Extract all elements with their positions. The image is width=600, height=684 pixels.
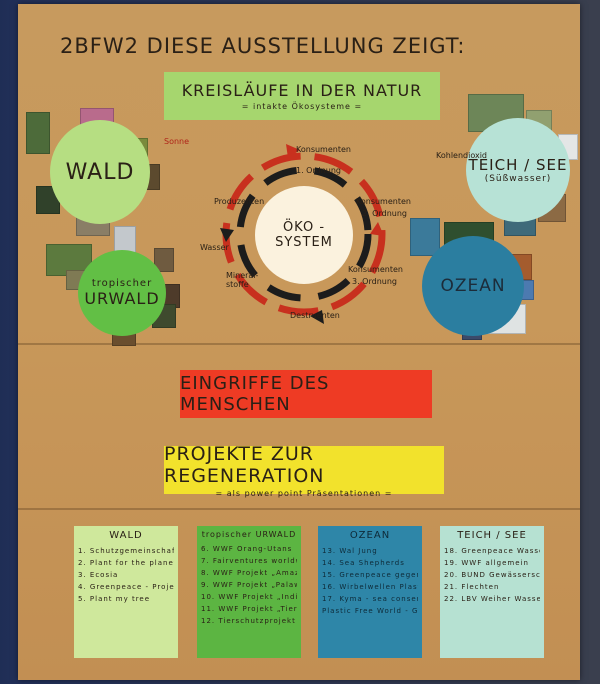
project-item: 15. Greenpeace gegen Walfang (322, 571, 418, 580)
circle-urwald-label: URWALD (84, 289, 160, 308)
paper-fold (18, 343, 580, 345)
banner-projekte: PROJEKTE ZUR REGENERATION = als power po… (164, 442, 444, 498)
project-item: 18. Greenpeace Wasserschutz (444, 547, 540, 555)
project-item: 17. Kyma - sea conservation (322, 595, 418, 604)
circle-urwald-subtitle: tropischer (91, 278, 153, 289)
forest-photo (36, 186, 60, 214)
project-box-urwald: tropischer URWALD 6. WWF Orang-Utans 7. … (197, 526, 301, 658)
label-ordnung-2: 2. Ordnung (362, 209, 407, 218)
project-item: 8. WWF Projekt „Amazonas“ (201, 569, 297, 578)
oekosystem-line1: ÖKO - (282, 220, 326, 235)
label-wasser: Wasser (200, 243, 229, 252)
project-box-wald: WALD 1. Schutzgemeinschaft dt. Wald 2. P… (74, 526, 178, 658)
label-konsumenten-3: Konsumenten (348, 265, 403, 274)
banner-projekte-text: PROJEKTE ZUR REGENERATION (164, 442, 325, 487)
circle-wald: WALD (50, 120, 150, 224)
project-item: 5. Plant my tree (78, 595, 151, 604)
banner-kreislaeufe: KREISLÄUFE IN DER NATUR = intakte Ökosys… (164, 72, 440, 120)
label-mineralstoffe: Mineral- stoffe (226, 271, 259, 289)
label-konsumenten-2: Konsumenten (356, 197, 411, 206)
circle-teich-see: TEICH / SEE (Süßwasser) (466, 118, 570, 222)
project-item: 12. Tierschutzprojekt (201, 617, 296, 626)
circle-ozean: OZEAN (422, 236, 524, 336)
label-sonne: Sonne (164, 137, 190, 146)
forest-photo (26, 112, 50, 154)
project-item: 16. Wirbelwellen Plastik.de (322, 583, 418, 592)
circle-teich-label: TEICH / SEE (468, 156, 568, 174)
project-item: 7. Fairventures worldwide (201, 557, 297, 566)
label-ordnung-3: 3. Ordnung (352, 277, 397, 286)
project-box-heading: tropischer URWALD (201, 530, 297, 539)
project-item: 21. Flechten (444, 583, 500, 592)
animal-photo (154, 248, 174, 272)
project-item: 3. Ecosia (78, 571, 119, 580)
banner-eingriffe-text: EINGRIFFE DES MENSCHEN (180, 373, 330, 415)
project-item: 2. Plant for the planet (78, 559, 174, 568)
project-box-ozean: OZEAN 13. Wal Jung 14. Sea Shepherds 15.… (318, 526, 422, 658)
circle-teich-subtitle: (Süßwasser) (484, 174, 552, 184)
project-item: 10. WWF Projekt „Indigene Gemeinden“ (201, 593, 297, 602)
project-item: 9. WWF Projekt „Palawan“ (201, 581, 297, 590)
label-destruenten: Destruenten (290, 311, 340, 320)
project-item: 20. BUND Gewässerschutz (444, 571, 540, 580)
arrow-icon (286, 144, 300, 158)
banner-eingriffe: EINGRIFFE DES MENSCHEN (180, 370, 432, 418)
arrow-icon (220, 228, 234, 242)
project-item: Plastic Free World - Greenpeace (322, 607, 418, 616)
circle-ozean-label: OZEAN (440, 276, 506, 296)
project-box-teich-see: TEICH / SEE 18. Greenpeace Wasserschutz … (440, 526, 544, 658)
label-konsumenten-1: Konsumenten (296, 145, 351, 154)
arrow-icon (310, 310, 324, 324)
oekosystem-line2: SYSTEM (275, 235, 333, 250)
project-item: 13. Wal Jung (322, 547, 378, 555)
label-produzenten: Produzenten (214, 197, 265, 206)
project-box-heading: OZEAN (349, 530, 391, 541)
project-item: 4. Greenpeace - Projekt Wald (78, 583, 174, 592)
project-item: 14. Sea Shepherds (322, 559, 405, 568)
project-item: 6. WWF Orang-Utans (201, 545, 293, 553)
banner-kreislaeufe-text: KREISLÄUFE IN DER NATUR (181, 81, 423, 100)
circle-oekosystem: ÖKO - SYSTEM (255, 186, 353, 284)
circle-wald-label: WALD (65, 159, 135, 185)
project-item: 19. WWF allgemein (444, 559, 529, 568)
paper-fold (18, 508, 580, 510)
project-item: 22. LBV Weiher Wasser (444, 595, 540, 604)
label-kohlendioxid: Kohlendioxid (436, 151, 488, 160)
project-box-heading: TEICH / SEE (457, 530, 527, 541)
arrow-icon (370, 222, 384, 236)
circle-urwald: tropischer URWALD (78, 250, 166, 336)
project-item: 11. WWF Projekt „Tiere im Urwald“ (201, 605, 297, 614)
banner-projekte-subtitle: = als power point Präsentationen = (215, 488, 393, 498)
project-item: 1. Schutzgemeinschaft dt. Wald (78, 547, 174, 555)
banner-kreislaeufe-subtitle: = intakte Ökosysteme = (241, 102, 363, 111)
cycle-black-ring (236, 166, 372, 302)
cycle-diagram (220, 144, 386, 324)
label-ordnung-1: 1. Ordnung (296, 166, 341, 175)
project-box-heading: WALD (109, 530, 143, 541)
coral-photo (410, 218, 440, 256)
poster-title: 2BFW2 DIESE AUSSTELLUNG ZEIGT: (60, 34, 466, 58)
